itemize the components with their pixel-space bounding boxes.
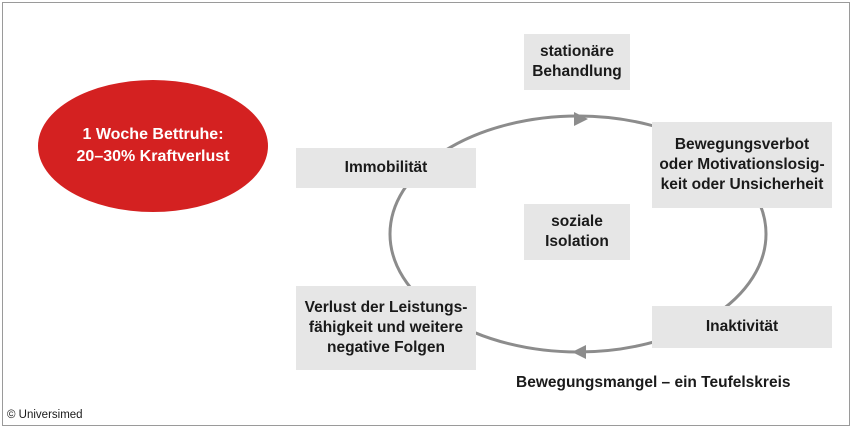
cycle-arrow-bottom [572, 345, 586, 359]
bed-rest-ellipse: 1 Woche Bettruhe: 20–30% Kraftverlust [38, 80, 268, 212]
diagram-caption: Bewegungsmangel – ein Teufelskreis [516, 374, 791, 391]
copyright-notice: © Universimed [7, 409, 83, 421]
box-inaktivitaet: Inaktivität [652, 306, 832, 348]
bed-rest-text: 1 Woche Bettruhe: 20–30% Kraftverlust [76, 126, 230, 165]
box-bewegungsverbot: Bewegungsverbot oder Motivationslosig- k… [652, 122, 832, 208]
box-immobilitaet: Immobilität [296, 148, 476, 188]
box-stationaere-behandlung: stationäre Behandlung [524, 34, 630, 90]
diagram-frame [2, 2, 850, 426]
cycle-arrow-top [574, 112, 588, 126]
box-soziale-isolation: soziale Isolation [524, 204, 630, 260]
box-verlust-leistungsfaehigkeit: Verlust der Leistungs- fähigkeit und wei… [296, 286, 476, 370]
